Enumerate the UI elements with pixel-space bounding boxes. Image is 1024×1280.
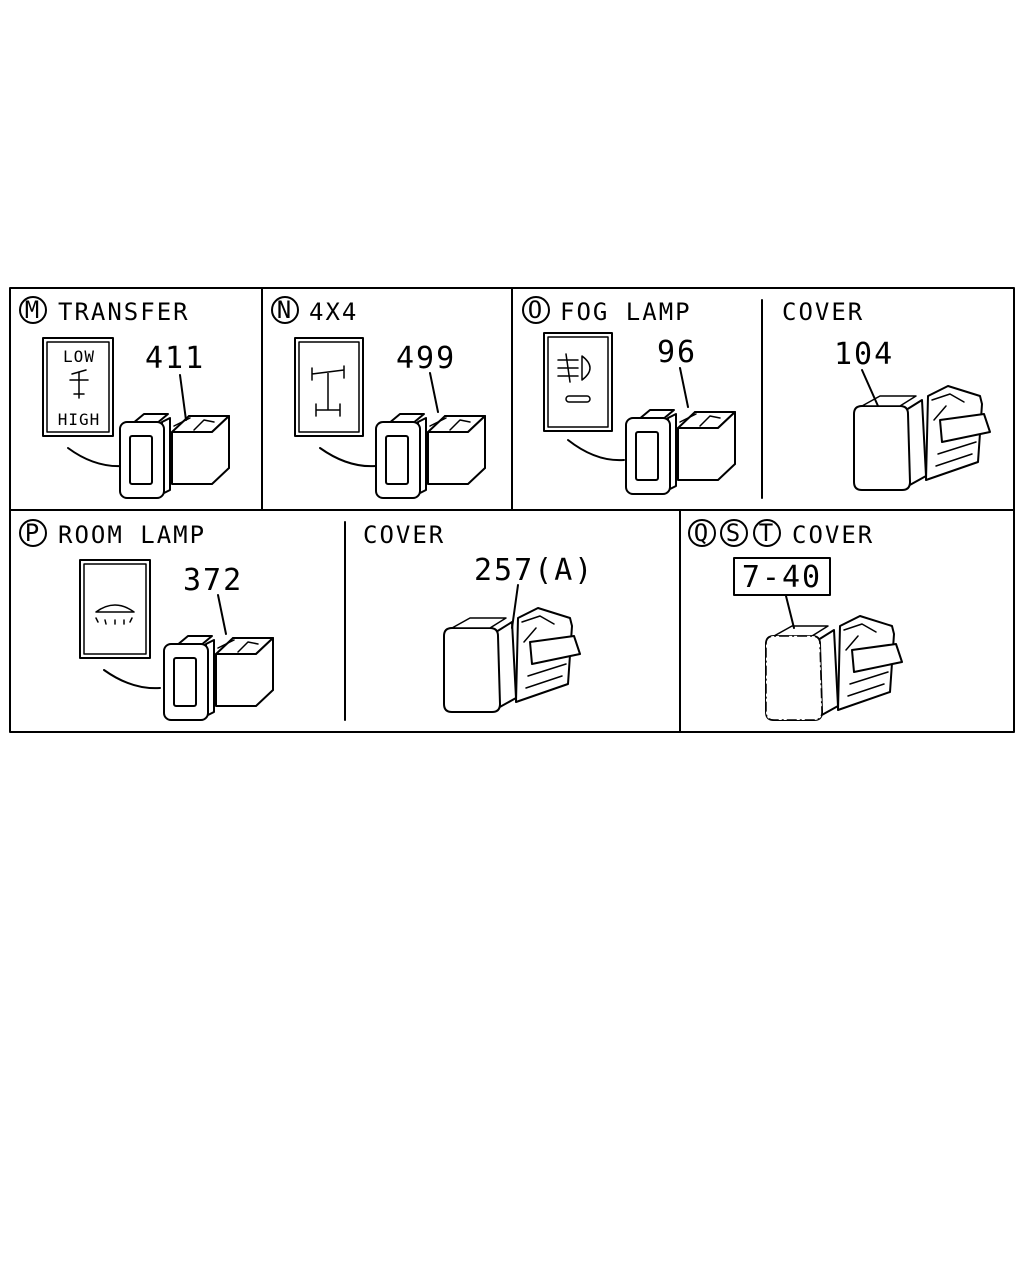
part-number: 96 bbox=[657, 335, 697, 370]
panel-title: COVER bbox=[363, 521, 445, 549]
part-number: 411 bbox=[145, 341, 205, 376]
part-number: 372 bbox=[183, 563, 243, 598]
panel-letter: N bbox=[277, 296, 293, 324]
letter-circle-s bbox=[720, 519, 748, 547]
panel-title: FOG LAMP bbox=[560, 298, 692, 326]
panel-qst-cover: Q S T COVER 7-40 bbox=[688, 519, 903, 721]
panel-fog-lamp: O FOG LAMP 96 bbox=[522, 296, 736, 495]
symbol-bottom-label: HIGH bbox=[58, 410, 101, 429]
panel-4x4: N 4X4 499 bbox=[271, 296, 486, 499]
dashed-cover bbox=[765, 615, 903, 721]
part-number: 499 bbox=[396, 341, 456, 376]
part-number: 104 bbox=[834, 337, 894, 372]
panel-letter: S bbox=[726, 519, 742, 547]
room-lamp-symbol bbox=[79, 559, 151, 659]
panel-letter: P bbox=[25, 519, 41, 547]
4x4-symbol bbox=[294, 337, 364, 437]
fog-lamp-symbol bbox=[543, 332, 613, 432]
symbol-top-label: LOW bbox=[63, 347, 95, 366]
part-number-box bbox=[733, 557, 831, 596]
letter-circle-m bbox=[19, 296, 47, 324]
panel-letter: O bbox=[528, 296, 544, 324]
part-number: 257(A) bbox=[474, 553, 594, 588]
panel-transfer: M TRANSFER LOW HIGH 411 bbox=[19, 296, 230, 499]
panel-title: COVER bbox=[792, 521, 874, 549]
frame bbox=[9, 287, 1015, 733]
panel-title: TRANSFER bbox=[58, 298, 190, 326]
part-number: 7-40 bbox=[742, 560, 822, 595]
panel-letter: Q bbox=[694, 519, 710, 547]
panel-title: 4X4 bbox=[309, 298, 358, 326]
panel-room-lamp: P ROOM LAMP 372 bbox=[19, 519, 274, 721]
letter-circle-n bbox=[271, 296, 299, 324]
panel-letter: M bbox=[25, 296, 41, 324]
panel-title: ROOM LAMP bbox=[58, 521, 206, 549]
panel-letter: T bbox=[759, 519, 775, 547]
panel-room-lamp-cover: COVER 257(A) bbox=[363, 521, 594, 713]
letter-circle-q bbox=[688, 519, 716, 547]
transfer-symbol: LOW HIGH bbox=[42, 337, 114, 437]
letter-circle-p bbox=[19, 519, 47, 547]
letter-circle-t bbox=[753, 519, 781, 547]
panel-fog-lamp-cover: COVER 104 bbox=[782, 298, 991, 491]
panel-title: COVER bbox=[782, 298, 864, 326]
letter-circle-o bbox=[522, 296, 550, 324]
